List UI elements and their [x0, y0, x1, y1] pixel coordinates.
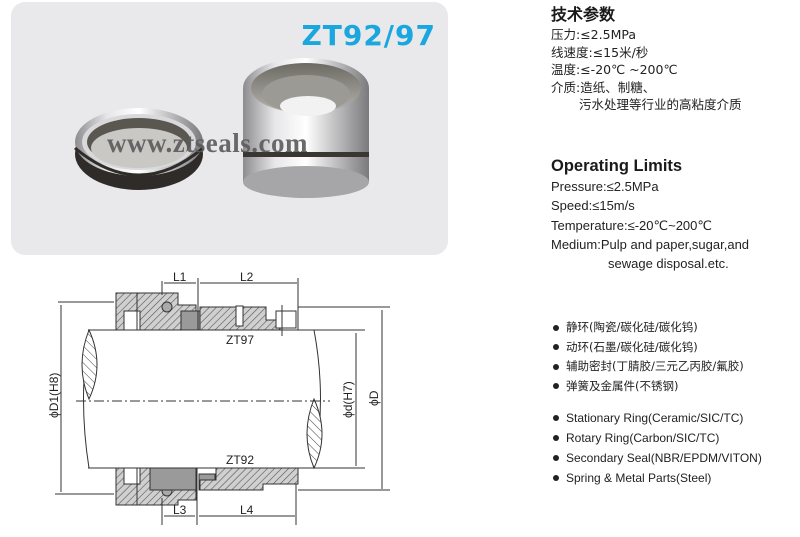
product-photo	[74, 58, 369, 198]
material-item: 静环(陶瓷/碳化硅/碳化钨)	[553, 318, 744, 338]
zt92-seal-section	[115, 467, 299, 506]
dim-label-big-d: ϕD	[367, 390, 381, 406]
rotary-unit-photo	[243, 58, 369, 198]
spec-medium-cn-cont: 污水处理等行业的高粘度介质	[579, 97, 742, 112]
product-photo-panel: ZT92/97 www.ztseals.com	[11, 2, 448, 255]
dim-label-l2: L2	[240, 270, 254, 284]
shaft-break-hatch-right	[306, 397, 323, 470]
dim-label-l3: L3	[173, 503, 187, 517]
dim-label-l1: L1	[173, 270, 187, 284]
shaft-break-hatch-left	[81, 328, 98, 401]
zt97-seal-section	[115, 292, 297, 336]
spec-medium-cn: 介质:造纸、制糖、	[551, 79, 656, 95]
material-item: 辅助密封(丁腈胶/三元乙丙胶/氟胶)	[553, 357, 744, 377]
spec-temperature-cn: 温度:≤-20℃ ~200℃	[551, 62, 678, 77]
operating-limits-title: Operating Limits	[551, 157, 683, 175]
material-item: 动环(石墨/碳化硅/碳化钨)	[553, 338, 744, 358]
material-item: Secondary Seal(NBR/EPDM/VITON)	[553, 448, 762, 468]
dim-label-d1: ϕD1(H8)	[47, 373, 61, 418]
technical-params-cn-title: 技术参数	[551, 5, 616, 24]
material-item: Spring & Metal Parts(Steel)	[553, 468, 762, 488]
materials-list-en: Stationary Ring(Ceramic/SIC/TC) Rotary R…	[553, 408, 762, 488]
spec-pressure-en: Pressure:≤2.5MPa	[551, 179, 659, 194]
variant-label-zt97: ZT97	[226, 333, 254, 347]
dim-label-l4: L4	[240, 503, 254, 517]
seal-cross-section-diagram: L1 L2 L3 L4 ZT97 ZT92 ϕD1(H8) ϕd(H7) ϕD	[47, 270, 390, 525]
materials-list-cn: 静环(陶瓷/碳化硅/碳化钨) 动环(石墨/碳化硅/碳化钨) 辅助密封(丁腈胶/三…	[553, 318, 744, 396]
dim-label-d: ϕd(H7)	[341, 381, 355, 418]
spec-medium-en-cont: sewage disposal.etc.	[608, 256, 729, 272]
material-item: 弹簧及金属件(不锈钢)	[553, 377, 744, 397]
spec-speed-cn: 线速度:≤15米/秒	[551, 44, 649, 60]
variant-label-zt92: ZT92	[226, 453, 254, 467]
model-title: ZT92/97	[301, 19, 436, 52]
technical-params-cn: 技术参数 压力:≤2.5MPa 线速度:≤15米/秒 温度:≤-20℃ ~200…	[551, 4, 742, 114]
spec-temperature-en: Temperature:≤-20℃~200℃	[551, 217, 712, 233]
material-item: Stationary Ring(Ceramic/SIC/TC)	[553, 408, 762, 428]
stationary-ring-photo	[74, 108, 204, 190]
spec-medium-en: Medium:Pulp and paper,sugar,and	[551, 236, 750, 252]
website-watermark: www.ztseals.com	[107, 128, 308, 158]
spec-speed-en: Speed:≤15m/s	[551, 198, 635, 214]
spec-pressure-cn: 压力:≤2.5MPa	[551, 27, 636, 42]
material-item: Rotary Ring(Carbon/SIC/TC)	[553, 428, 762, 448]
operating-limits-en: Operating Limits Pressure:≤2.5MPa Speed:…	[551, 155, 749, 273]
